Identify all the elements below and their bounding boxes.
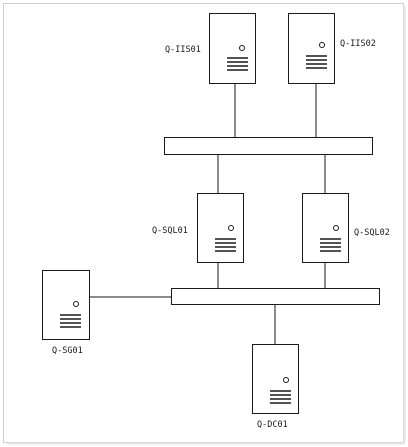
server-tower-icon (197, 193, 244, 263)
drive-bays-icon (270, 390, 291, 404)
server-q-sql02 (302, 193, 349, 263)
power-led-icon (333, 225, 339, 231)
power-led-icon (283, 377, 289, 383)
drive-bays-icon (306, 55, 327, 69)
server-label-q-iis02: Q-IIS02 (340, 39, 376, 49)
network-bus-web (164, 137, 373, 155)
drive-bays-icon (215, 238, 236, 252)
server-q-dc01 (252, 344, 299, 414)
server-label-q-sql01: Q-SQL01 (152, 226, 188, 236)
server-label-q-iis01: Q-IIS01 (165, 45, 201, 55)
power-led-icon (319, 42, 325, 48)
server-tower-icon (252, 344, 299, 414)
network-bus-db (171, 288, 380, 305)
server-q-iis02 (288, 13, 335, 84)
server-tower-icon (302, 193, 349, 263)
drive-bays-icon (320, 238, 341, 252)
drive-bays-icon (60, 314, 81, 328)
power-led-icon (228, 225, 234, 231)
server-q-sql01 (197, 193, 244, 263)
server-q-sg01 (42, 270, 90, 340)
power-led-icon (239, 45, 245, 51)
server-label-q-dc01: Q-DC01 (257, 420, 288, 430)
server-q-iis01 (209, 13, 256, 84)
server-tower-icon (42, 270, 90, 340)
server-label-q-sql02: Q-SQL02 (354, 228, 390, 238)
server-tower-icon (209, 13, 256, 84)
server-label-q-sg01: Q-SG01 (52, 346, 83, 356)
power-led-icon (73, 301, 79, 307)
server-tower-icon (288, 13, 335, 84)
drive-bays-icon (227, 57, 248, 71)
